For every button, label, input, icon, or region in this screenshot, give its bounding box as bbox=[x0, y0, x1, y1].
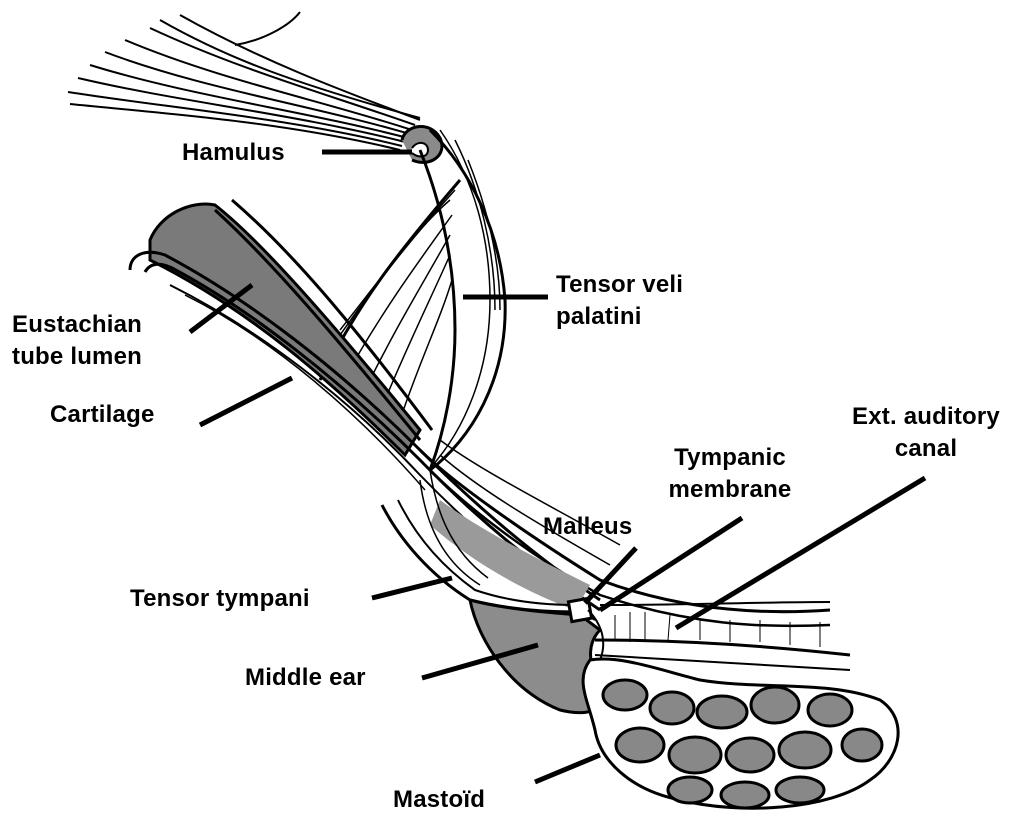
label-middle-ear: Middle ear bbox=[245, 663, 366, 693]
mastoid-air-cells bbox=[583, 659, 898, 808]
label-eustachian-1: Eustachian bbox=[12, 310, 142, 340]
label-tensor-veli-palatini-2: palatini bbox=[556, 302, 642, 332]
label-tympanic-2: membrane bbox=[630, 475, 830, 505]
palatine-aponeurosis-fibers bbox=[68, 12, 420, 150]
label-tympanic-1: Tympanic bbox=[630, 443, 830, 473]
label-eustachian-2: tube lumen bbox=[12, 342, 142, 372]
leader-tensor-tympani bbox=[372, 578, 452, 598]
leader-mastoid bbox=[535, 755, 600, 782]
label-malleus: Malleus bbox=[543, 512, 632, 542]
label-mastoid: Mastoïd bbox=[393, 785, 485, 815]
label-tensor-veli-palatini-1: Tensor veli bbox=[556, 270, 683, 300]
label-ext-canal-2: canal bbox=[828, 434, 1024, 464]
label-cartilage: Cartilage bbox=[50, 400, 155, 430]
label-hamulus: Hamulus bbox=[182, 138, 285, 168]
label-ext-canal-1: Ext. auditory bbox=[828, 402, 1024, 432]
label-tensor-tympani: Tensor tympani bbox=[130, 584, 310, 614]
leader-cartilage bbox=[200, 378, 292, 425]
